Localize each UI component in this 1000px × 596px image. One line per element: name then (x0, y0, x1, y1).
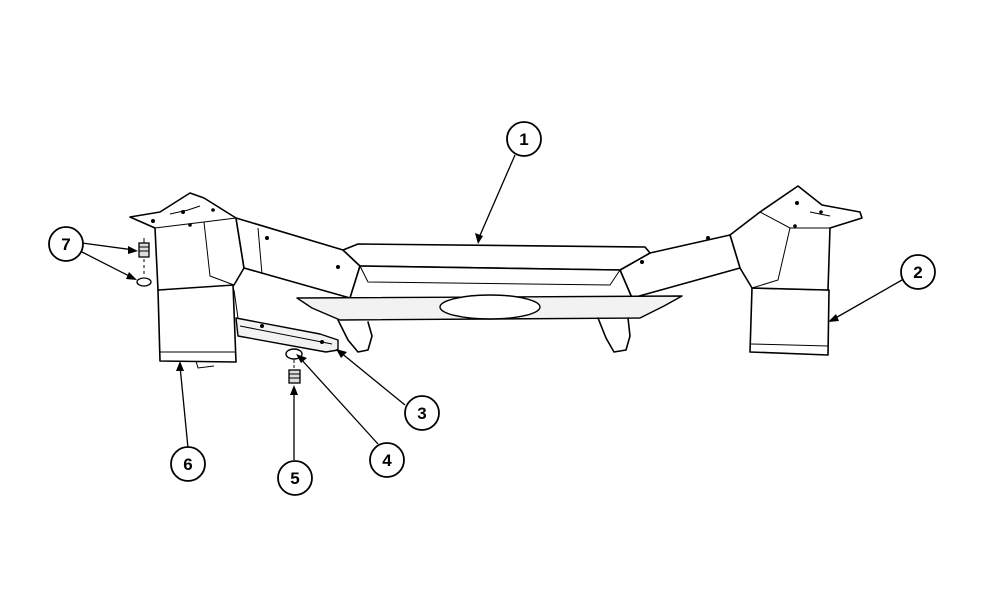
callout-3: 3 (404, 395, 440, 431)
part-7-hardware (136, 238, 152, 287)
callout-2: 2 (900, 254, 936, 290)
callout-number: 5 (290, 469, 299, 488)
right-arm (619, 234, 741, 299)
callout-number: 1 (519, 130, 528, 149)
left-leg-box (157, 283, 237, 363)
callout-6: 6 (170, 446, 206, 482)
callout-circle (277, 460, 313, 496)
callout-circle (404, 395, 440, 431)
callout-4: 4 (369, 442, 405, 478)
crossmember (129, 185, 863, 369)
callout-number: 3 (417, 404, 426, 423)
callout-circle (369, 442, 405, 478)
left-loop (337, 319, 373, 353)
callout-5: 5 (277, 460, 313, 496)
callout-circle (506, 121, 542, 157)
callout-number: 6 (183, 455, 192, 474)
callout-circle (170, 446, 206, 482)
callout-circle (900, 254, 936, 290)
leader-lines (81, 154, 903, 460)
bolt-7 (138, 242, 150, 258)
callout-number: 4 (382, 451, 392, 470)
left-arm (235, 217, 361, 299)
callout-circle (48, 226, 84, 262)
bolt-5 (288, 360, 301, 384)
left-tower (129, 192, 245, 291)
callout-7: 7 (48, 226, 84, 262)
right-tower (729, 185, 863, 291)
callout-number: 2 (913, 263, 922, 282)
callout-number: 7 (61, 235, 70, 254)
right-loop (597, 317, 631, 353)
callout-1: 1 (506, 121, 542, 157)
washer-7 (136, 277, 152, 287)
skid-plate-bulge (439, 294, 541, 320)
